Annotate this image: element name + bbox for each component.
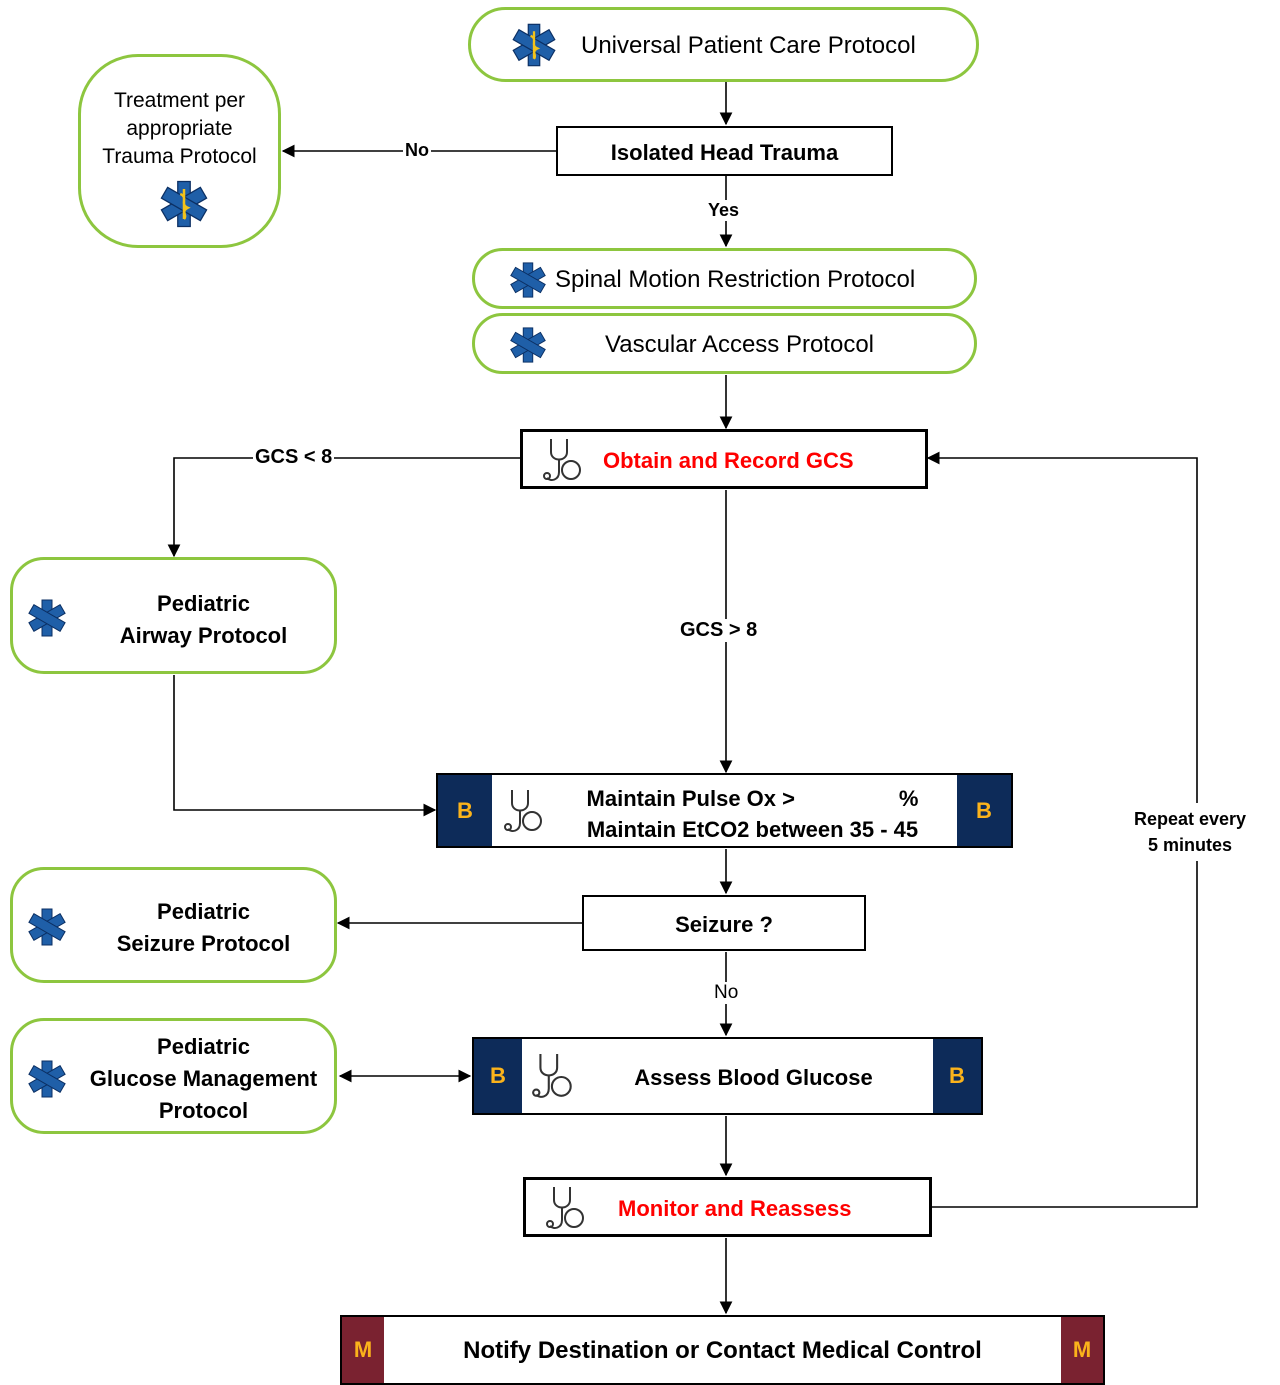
pulse-ox-line: Maintain Pulse Ox > %	[586, 786, 919, 811]
blood-glucose-label: Assess Blood Glucose	[634, 1065, 873, 1090]
star-of-life-icon	[510, 262, 546, 298]
monitor-label: Monitor and Reassess	[618, 1196, 852, 1221]
badge-b-left: B	[474, 1039, 522, 1113]
edge-gcs-low	[167, 457, 520, 558]
isolated-head-trauma-node[interactable]: Isolated Head Trauma	[556, 126, 893, 176]
airway-line1: Pediatric	[157, 591, 250, 616]
glucose-line2: Glucose Management	[89, 1066, 318, 1091]
stethoscope-icon	[546, 1187, 584, 1229]
edge-label-yes: Yes	[706, 200, 742, 221]
spinal-motion-restriction-node[interactable]: Spinal Motion Restriction Protocol	[472, 248, 977, 309]
notify-destination-node[interactable]: M Notify Destination or Contact Medical …	[340, 1315, 1105, 1385]
edge-label-gcs-high: GCS > 8	[678, 619, 760, 642]
badge-b-left: B	[438, 775, 492, 846]
notify-label: Notify Destination or Contact Medical Co…	[463, 1337, 982, 1364]
seizure-question-node[interactable]: Seizure ?	[582, 895, 866, 951]
trauma-treatment-node[interactable]: Treatment per appropriate Trauma Protoco…	[78, 54, 281, 248]
seizure-line2: Seizure Protocol	[116, 931, 291, 956]
gcs-label: Obtain and Record GCS	[603, 448, 854, 473]
edge-label-gcs-low: GCS < 8	[253, 446, 335, 469]
badge-m-left: M	[342, 1317, 384, 1383]
glucose-line1: Pediatric	[157, 1034, 250, 1059]
edge-airway-to-pulse-ox	[173, 675, 437, 817]
badge-b-right: B	[957, 775, 1011, 846]
star-of-life-icon	[28, 1060, 66, 1098]
seizure-protocol-label: Pediatric Seizure Protocol	[73, 896, 334, 960]
vascular-label: Vascular Access Protocol	[605, 331, 875, 358]
glucose-protocol-label: Pediatric Glucose Management Protocol	[73, 1031, 334, 1127]
airway-line2: Airway Protocol	[119, 623, 288, 648]
stethoscope-icon	[543, 439, 581, 481]
universal-label: Universal Patient Care Protocol	[581, 32, 916, 59]
stethoscope-icon	[504, 790, 542, 832]
edge-label-repeat: Repeat every 5 minutes	[1132, 803, 1249, 861]
glucose-line3: Protocol	[158, 1098, 249, 1123]
assess-blood-glucose-node[interactable]: B Assess Blood Glucose B	[472, 1037, 983, 1115]
star-of-life-icon	[510, 327, 546, 363]
repeat-line2: 5 minutes	[1148, 835, 1233, 855]
star-of-life-icon	[28, 599, 66, 637]
pulse-ox-etco2-node[interactable]: B Maintain Pulse Ox > % Maintain EtCO2 b…	[436, 773, 1013, 848]
pulse-ox-text: Maintain Pulse Ox > % Maintain EtCO2 bet…	[548, 783, 957, 845]
vascular-access-node[interactable]: Vascular Access Protocol	[472, 313, 977, 374]
seizure-question-label: Seizure ?	[675, 912, 773, 937]
edge-label-no-seizure: No	[712, 982, 741, 1004]
seizure-line1: Pediatric	[157, 899, 250, 924]
isolated-head-trauma-label: Isolated Head Trauma	[610, 140, 839, 165]
universal-patient-care-protocol-node[interactable]: Universal Patient Care Protocol	[468, 7, 979, 82]
badge-m-right: M	[1061, 1317, 1103, 1383]
stethoscope-icon	[532, 1054, 572, 1098]
pediatric-airway-protocol-node[interactable]: Pediatric Airway Protocol	[10, 557, 337, 674]
star-of-life-icon	[160, 180, 208, 228]
pediatric-glucose-protocol-node[interactable]: Pediatric Glucose Management Protocol	[10, 1018, 337, 1134]
badge-b-right: B	[933, 1039, 981, 1113]
airway-label: Pediatric Airway Protocol	[73, 588, 334, 652]
repeat-line1: Repeat every	[1134, 809, 1247, 829]
spinal-label: Spinal Motion Restriction Protocol	[555, 266, 916, 293]
obtain-record-gcs-node[interactable]: Obtain and Record GCS	[520, 429, 928, 489]
star-of-life-icon	[28, 908, 66, 946]
monitor-reassess-node[interactable]: Monitor and Reassess	[523, 1177, 932, 1237]
trauma-treatment-label: Treatment per appropriate Trauma Protoco…	[102, 89, 257, 168]
star-of-life-icon	[512, 23, 556, 67]
edge-label-no-trauma: No	[403, 140, 431, 161]
etco2-line: Maintain EtCO2 between 35 - 45	[586, 817, 919, 842]
pediatric-seizure-protocol-node[interactable]: Pediatric Seizure Protocol	[10, 867, 337, 983]
